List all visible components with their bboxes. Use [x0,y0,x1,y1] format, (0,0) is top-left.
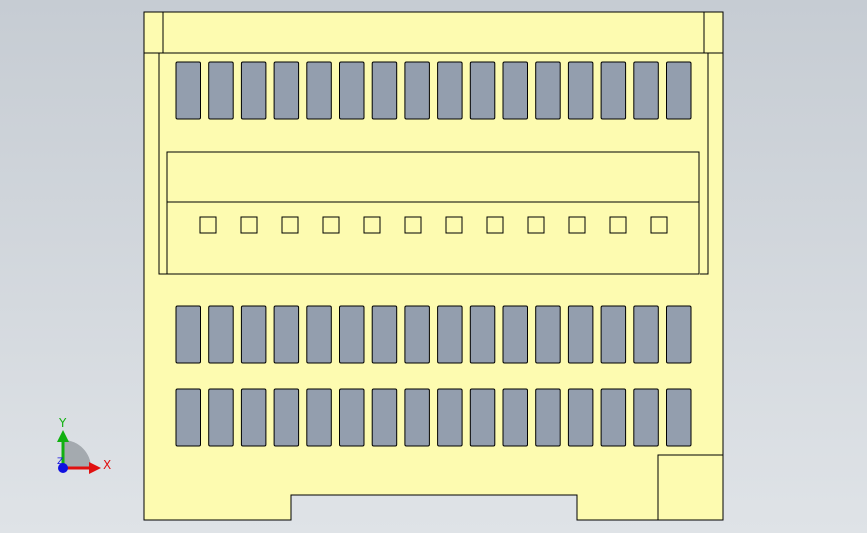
pin-hole [199,216,217,234]
contact-slot [371,305,398,364]
pin-hole [404,216,422,234]
contact-slot [306,305,332,364]
contact-slot [339,305,365,364]
contact-slot [600,305,627,364]
contact-slot [404,305,430,364]
contact-slot [273,388,300,447]
contact-slot [371,61,398,120]
orientation-triad[interactable]: Y X Z [57,416,111,474]
contact-slot [306,388,332,447]
right-inner-wall [700,53,709,275]
contact-slot [273,61,300,120]
contact-slot [666,61,692,120]
contact-slot [502,388,528,447]
contact-slot [404,388,430,447]
left-inner-wall [158,53,167,275]
contact-slot [666,388,692,447]
z-axis-dot [58,463,68,473]
pin-hole [568,216,586,234]
contact-slot [633,305,659,364]
contact-slot [567,305,594,364]
pin-hole [322,216,340,234]
contact-slot [437,388,463,447]
y-axis-arrowhead [57,430,69,442]
contact-slot [469,61,496,120]
contact-slot [175,305,201,364]
contact-slot [535,388,561,447]
contact-slot [371,388,398,447]
z-axis-label: Z [57,457,63,467]
contact-slot [567,388,594,447]
contact-slot [535,305,561,364]
x-axis-arrowhead [89,462,101,474]
y-axis-label: Y [58,416,67,430]
pin-hole [281,216,299,234]
contact-slot [567,61,594,120]
pin-hole [445,216,463,234]
contact-slot [175,388,201,447]
contact-slot [208,388,234,447]
contact-slot [600,388,627,447]
triad-arc [63,440,91,468]
contact-slot [437,305,463,364]
corner-feature [657,454,723,520]
pin-hole [363,216,381,234]
contact-slot [240,61,267,120]
contact-slot [208,305,234,364]
contact-slot [273,305,300,364]
contact-slot [469,388,496,447]
pin-hole [527,216,545,234]
pin-hole [486,216,504,234]
contact-slot [502,305,528,364]
x-axis-label: X [103,458,111,472]
contact-slot [535,61,561,120]
contact-slot [437,61,463,120]
pin-hole [240,216,258,234]
contact-slot [208,61,234,120]
contact-slot [404,61,430,120]
contact-slot [306,61,332,120]
contact-slot [666,305,692,364]
contact-slot [502,61,528,120]
latch-frame [166,151,700,275]
pin-hole [609,216,627,234]
pin-hole [650,216,668,234]
contact-slot [339,61,365,120]
contact-slot [339,388,365,447]
contact-slot [175,61,201,120]
contact-slot [633,61,659,120]
contact-slot [240,388,267,447]
contact-slot [600,61,627,120]
contact-slot [240,305,267,364]
connector-body [143,11,724,521]
contact-slot [633,388,659,447]
contact-slot [469,305,496,364]
